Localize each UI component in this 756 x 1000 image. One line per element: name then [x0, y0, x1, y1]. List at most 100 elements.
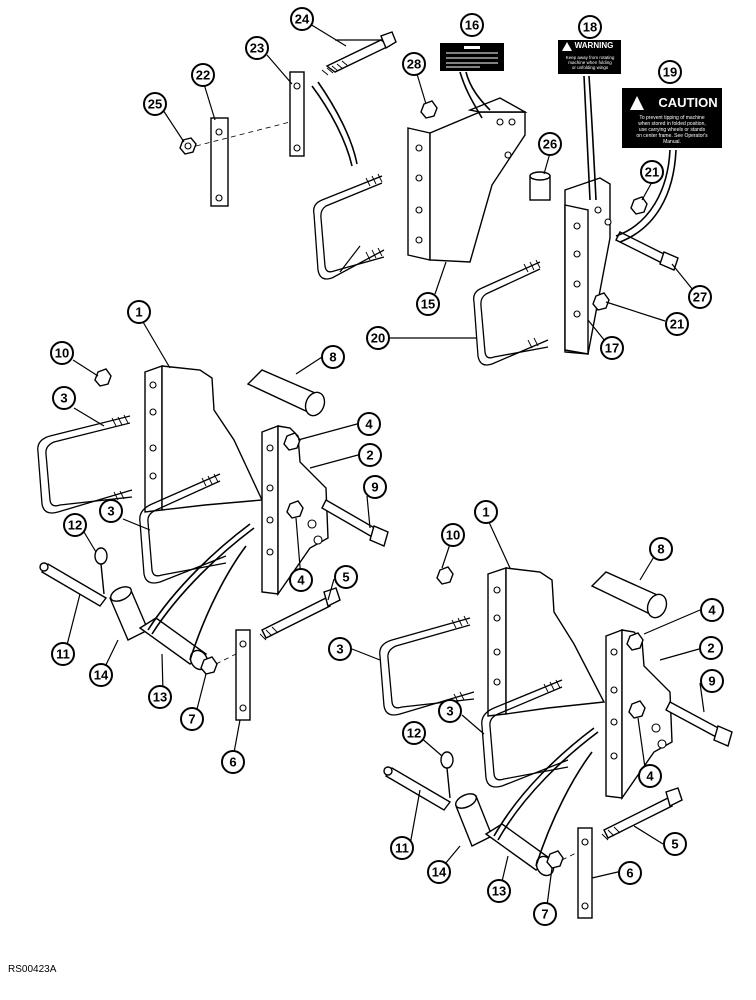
callout-4-right-upper: 4	[700, 598, 724, 622]
callout-4-left-upper: 4	[357, 412, 381, 436]
svg-text:26: 26	[543, 137, 557, 152]
svg-text:17: 17	[605, 341, 619, 356]
callout-11-right: 11	[390, 836, 414, 860]
callout-28: 28	[402, 52, 426, 76]
bracket-1-left	[144, 365, 264, 513]
nut-7-right	[546, 850, 564, 869]
callout-17: 17	[600, 336, 624, 360]
callout-20: 20	[366, 326, 390, 350]
callout-8-left: 8	[321, 345, 345, 369]
svg-text:24: 24	[295, 12, 310, 27]
u-bolt-20-upper	[313, 173, 385, 280]
caution-decal-19: CAUTION To prevent tipping of machine wh…	[622, 88, 722, 148]
bracket-2-right	[605, 628, 673, 801]
svg-text:8: 8	[329, 350, 336, 365]
plate-6-right	[577, 827, 593, 919]
spacer-26	[529, 171, 551, 201]
warning-line-1: Keep away from rotating	[566, 55, 615, 60]
spacer-8-left	[246, 369, 326, 417]
plate-6-left	[235, 629, 251, 721]
bracket-2-left	[261, 424, 329, 597]
caution-line-3: use carrying wheels or stands	[639, 127, 706, 133]
callout-5-right: 5	[663, 832, 687, 856]
svg-text:5: 5	[342, 570, 349, 585]
plate-22	[210, 117, 229, 207]
nut-28	[420, 100, 438, 119]
caution-title: CAUTION	[658, 95, 717, 110]
svg-text:6: 6	[229, 755, 236, 770]
u-bolt-3-right-upper	[379, 615, 475, 716]
callout-2-right: 2	[699, 636, 723, 660]
svg-text:25: 25	[148, 97, 162, 112]
u-bolt-20-lower	[473, 259, 549, 366]
caution-line-5: Manual.	[663, 139, 681, 145]
callout-13-left: 13	[148, 685, 172, 709]
bolt-9-right	[665, 701, 733, 747]
svg-text:3: 3	[107, 504, 114, 519]
svg-text:12: 12	[407, 726, 421, 741]
svg-text:11: 11	[395, 841, 409, 856]
warning-decal-18: WARNING Keep away from rotating machine …	[558, 40, 621, 74]
svg-text:10: 10	[446, 528, 460, 543]
callout-16: 16	[460, 13, 484, 37]
svg-text:27: 27	[693, 290, 707, 305]
nut-10-left	[94, 368, 112, 387]
warning-line-2: machine when folding	[568, 60, 612, 65]
u-bolt-3-left-lower	[139, 473, 227, 584]
callout-22: 22	[191, 63, 215, 87]
warning-title: WARNING	[575, 41, 614, 50]
callout-11-left: 11	[51, 642, 75, 666]
figure-reference-code: RS00423A	[8, 964, 57, 975]
callout-3-right-upper: 3	[328, 637, 352, 661]
svg-text:8: 8	[657, 542, 664, 557]
svg-text:1: 1	[482, 505, 489, 520]
right-assembly	[379, 566, 733, 919]
svg-text:4: 4	[646, 769, 654, 784]
pin-11-left	[39, 562, 108, 607]
callout-14-right: 14	[427, 860, 451, 884]
callouts: 24 23 22 25 16 18 19 28 26 21 27 21 15 2…	[50, 7, 724, 926]
bolt-5-right	[601, 787, 683, 841]
plate-23	[289, 71, 305, 157]
callout-6-right: 6	[618, 861, 642, 885]
callout-10-right: 10	[441, 523, 465, 547]
callout-23: 23	[245, 36, 269, 60]
callout-21-lower: 21	[665, 312, 689, 336]
svg-text:21: 21	[670, 317, 684, 332]
bolt-9-left	[321, 499, 389, 547]
callout-4-right-lower: 4	[638, 764, 662, 788]
callout-10-left: 10	[50, 341, 74, 365]
spacer-8-right	[590, 571, 668, 619]
svg-text:16: 16	[465, 18, 479, 33]
bushing-14-right	[455, 793, 493, 847]
callout-6-left: 6	[221, 750, 245, 774]
callout-4-left-lower: 4	[289, 568, 313, 592]
callout-8-right: 8	[649, 537, 673, 561]
svg-text:3: 3	[446, 704, 453, 719]
svg-text:7: 7	[188, 712, 195, 727]
bolt-27	[615, 231, 679, 271]
u-bolt-3-left-upper	[37, 414, 133, 514]
callout-9-left: 9	[363, 475, 387, 499]
svg-text:23: 23	[250, 41, 264, 56]
svg-text:20: 20	[371, 331, 385, 346]
svg-text:2: 2	[707, 641, 714, 656]
svg-text:14: 14	[94, 668, 109, 683]
svg-text:6: 6	[626, 866, 633, 881]
callout-3-left-lower: 3	[99, 499, 123, 523]
svg-text:10: 10	[55, 346, 69, 361]
nut-21-upper	[630, 196, 648, 215]
svg-text:1: 1	[135, 305, 142, 320]
callout-2-left: 2	[358, 443, 382, 467]
decal-16	[440, 43, 504, 71]
svg-text:14: 14	[432, 865, 447, 880]
nut-10-right	[436, 566, 454, 585]
callout-12-right: 12	[402, 721, 426, 745]
nut-7-left	[200, 656, 218, 675]
callout-13-right: 13	[487, 879, 511, 903]
svg-text:28: 28	[407, 57, 421, 72]
nut-4-right-upper	[626, 632, 644, 651]
callout-25: 25	[143, 92, 167, 116]
svg-text:5: 5	[671, 837, 678, 852]
